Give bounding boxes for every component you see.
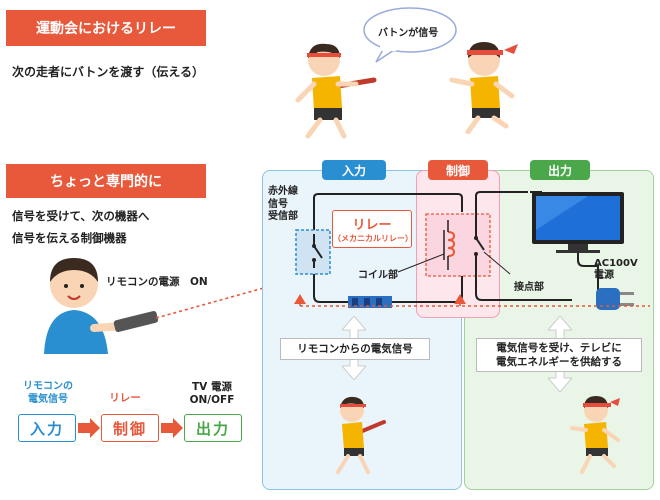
section1-banner: 運動会におけるリレー — [6, 10, 206, 46]
relay-subtitle: （メカニカルリレー） — [333, 234, 413, 243]
control-header: 制御 — [428, 160, 488, 180]
runner-boy-small-illustration — [570, 396, 620, 474]
relay-title: リレー — [352, 218, 392, 233]
flow-input-caption: リモコンの 電気信号 — [23, 381, 73, 405]
coil-label: コイル部 — [358, 270, 398, 281]
power-label: AC100V 電源 — [594, 258, 638, 281]
runner-girl-small-illustration — [336, 396, 386, 474]
contact-label: 接点部 — [514, 282, 544, 293]
section1-description: 次の走者にバトンを渡す（伝える） — [12, 65, 205, 79]
section2-description-line1: 信号を受けて、次の機器へ — [12, 209, 150, 223]
relay-circuit — [295, 191, 599, 308]
flow-input-box: 入力 — [18, 414, 76, 442]
runner-boy-illustration — [449, 42, 518, 134]
power-plug-icon — [596, 288, 634, 310]
flow-arrow-1 — [78, 418, 100, 438]
relay-label-box: リレー （メカニカルリレー） — [332, 210, 413, 248]
flow-output-caption: TV 電源 ON/OFF — [189, 381, 235, 407]
flow-output-box: 出力 — [184, 414, 242, 442]
output-header: 出力 — [530, 160, 590, 180]
input-message: リモコンからの電気信号 — [280, 338, 430, 360]
ir-receiver-label: 赤外線 信号 受信部 — [268, 186, 298, 222]
input-header: 入力 — [322, 160, 386, 180]
signal-flow-arrows — [294, 294, 650, 307]
remote-caption: リモコンの電源 ON — [106, 276, 208, 288]
section2-banner: ちょっと専門的に — [6, 164, 206, 198]
section2-description-line2: 信号を伝える制御機器 — [12, 231, 127, 245]
boy-with-remote-illustration — [44, 258, 159, 354]
flow-control-box: 制御 — [101, 414, 159, 442]
output-message: 電気信号を受け、テレビに 電気エネルギーを供給する — [476, 338, 642, 372]
tv-icon — [532, 192, 624, 253]
flow-arrow-2 — [161, 418, 183, 438]
runner-girl-illustration — [295, 43, 377, 139]
speech-bubble-text: バトンが信号 — [378, 28, 439, 39]
flow-relay-caption: リレー — [109, 392, 141, 404]
speech-bubble — [363, 7, 457, 63]
